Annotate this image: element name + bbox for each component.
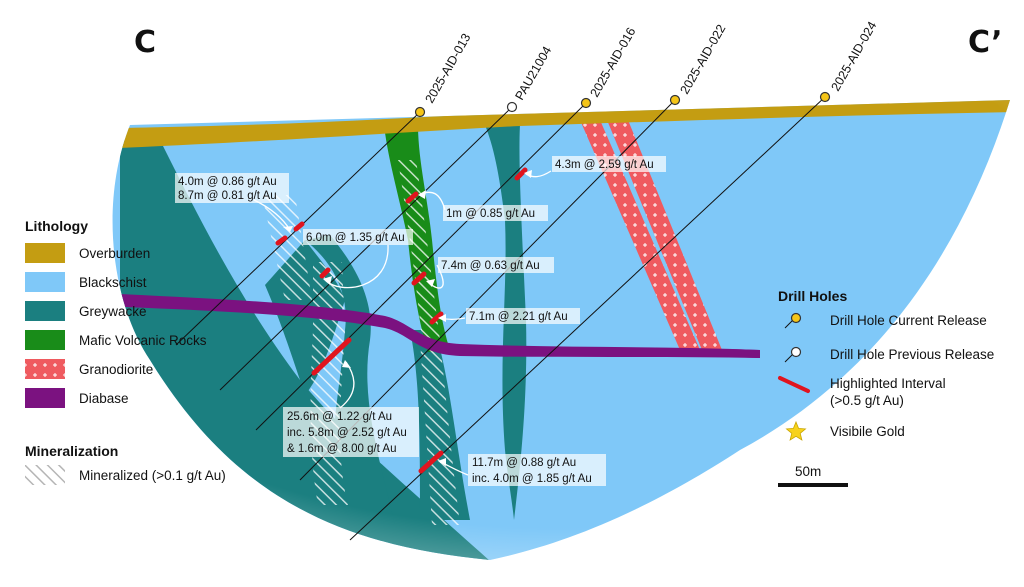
granodiorite-swatch	[25, 359, 65, 379]
mineralized-swatch	[25, 465, 65, 485]
section-start-label: C	[134, 25, 156, 60]
drill-holes-legend: Drill Holes Drill Hole Current Release D…	[778, 288, 994, 441]
mafic-swatch	[25, 330, 65, 350]
drill-trace-PAU21004	[219, 106, 513, 391]
legend-label: Visibile Gold	[830, 424, 905, 439]
current-collar-icon	[580, 97, 592, 109]
intercept-text: 8.7m @ 0.81 g/t Au	[178, 190, 277, 202]
drill-hole-label: 2025-AID-013	[422, 31, 473, 105]
legend-label: Drill Hole Current Release	[830, 313, 987, 328]
intercept-text: 7.4m @ 0.63 g/t Au	[441, 260, 540, 272]
drill-trace-2025-AID-016	[255, 102, 587, 431]
legend-label: Overburden	[79, 246, 150, 261]
callout-box	[552, 156, 666, 172]
intercept-text: 11.7m @ 0.88 g/t Au	[472, 457, 576, 469]
legend-label: Greywacke	[79, 304, 147, 319]
drill-hole-label: 2025-AID-016	[587, 25, 638, 99]
scale-label: 50m	[795, 464, 821, 479]
callouts: 4.0m @ 0.86 g/t Au 8.7m @ 0.81 g/t Au 6.…	[175, 156, 666, 486]
drill-holes-legend-title: Drill Holes	[778, 288, 847, 304]
intercept-text: 4.0m @ 0.86 g/t Au	[178, 176, 277, 188]
lithology-legend: Lithology Overburden Blackschist Greywac…	[25, 218, 207, 408]
intercept-text: & 1.6m @ 8.00 g/t Au	[287, 443, 397, 455]
callout-box	[468, 454, 606, 486]
callout-arrowheads	[283, 170, 532, 466]
blackschist-swatch	[25, 272, 65, 292]
intercept-text: inc. 5.8m @ 2.52 g/t Au	[287, 427, 407, 439]
intercept-text: 1m @ 0.85 g/t Au	[446, 208, 535, 220]
callout-box	[443, 205, 548, 221]
intercept-text: inc. 4.0m @ 1.85 g/t Au	[472, 473, 592, 485]
current-collar-icon	[414, 106, 426, 118]
highlighted-intervals	[275, 167, 528, 474]
yellow-collar-icon	[790, 312, 802, 324]
legend-label: Blackschist	[79, 275, 147, 290]
drill-hole-label: 2025-AID-022	[677, 22, 728, 96]
legend-label: Mafic Volcanic Rocks	[79, 333, 207, 348]
mineralization-legend: Mineralization Mineralized (>0.1 g/t Au)	[25, 443, 226, 485]
scale-bar-line	[778, 483, 848, 487]
overburden-swatch	[25, 243, 65, 263]
section-end-label: C’	[968, 25, 1003, 60]
drill-hole-label: PAU21004	[512, 44, 554, 103]
current-collar-icon	[819, 91, 831, 103]
intercept-text: 4.3m @ 2.59 g/t Au	[555, 159, 654, 171]
previous-collar-icon	[506, 101, 518, 113]
legend-label: Granodiorite	[79, 362, 153, 377]
star-icon	[785, 420, 807, 441]
diabase-tail	[730, 349, 760, 358]
legend-label: Mineralized (>0.1 g/t Au)	[79, 468, 226, 483]
drill-hole-label: 2025-AID-024	[828, 19, 879, 93]
intercept-text: 7.1m @ 2.21 g/t Au	[469, 311, 568, 323]
legend-label: (>0.5 g/t Au)	[830, 393, 904, 408]
current-collar-icon	[669, 94, 681, 106]
drill-collars	[414, 91, 831, 118]
callout-box	[466, 308, 580, 324]
white-collar-icon	[790, 346, 802, 358]
mineralization-legend-title: Mineralization	[25, 443, 118, 459]
callout-box	[303, 229, 413, 245]
legend-label: Highlighted Interval	[830, 376, 946, 391]
callout-box	[175, 173, 289, 203]
scale-bar: 50m	[778, 464, 848, 487]
red-interval-icon	[778, 376, 810, 393]
lithology-legend-title: Lithology	[25, 218, 88, 234]
diabase-swatch	[25, 388, 65, 408]
greywacke-swatch	[25, 301, 65, 321]
callout-box	[283, 407, 419, 457]
legend-label: Diabase	[79, 391, 129, 406]
legend-label: Drill Hole Previous Release	[830, 347, 994, 362]
intercept-text: 25.6m @ 1.22 g/t Au	[287, 411, 392, 423]
intercept-text: 6.0m @ 1.35 g/t Au	[306, 232, 405, 244]
callout-box	[438, 257, 554, 273]
